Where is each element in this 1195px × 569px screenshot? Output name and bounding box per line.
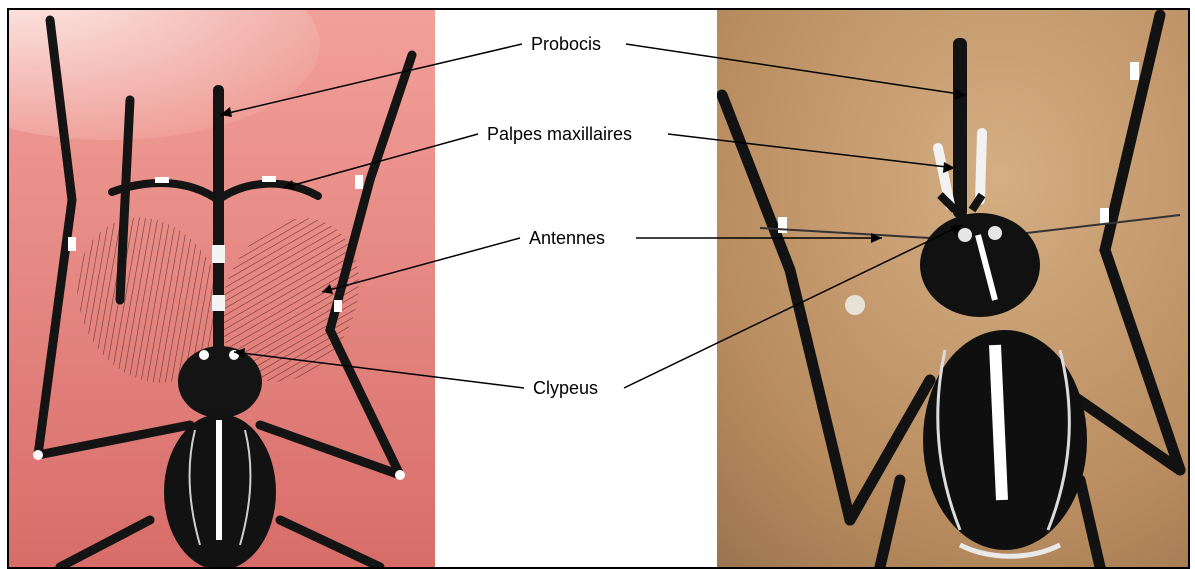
proboscis-right bbox=[953, 38, 967, 218]
label-palpes-maxillaires: Palpes maxillaires bbox=[485, 123, 634, 145]
head-right bbox=[920, 213, 1040, 317]
proboscis bbox=[213, 85, 224, 355]
label-clypeus: Clypeus bbox=[531, 377, 600, 399]
label-probocis: Probocis bbox=[529, 33, 603, 55]
label-antennes: Antennes bbox=[527, 227, 607, 249]
left-photo bbox=[0, 0, 435, 569]
head bbox=[178, 346, 262, 418]
